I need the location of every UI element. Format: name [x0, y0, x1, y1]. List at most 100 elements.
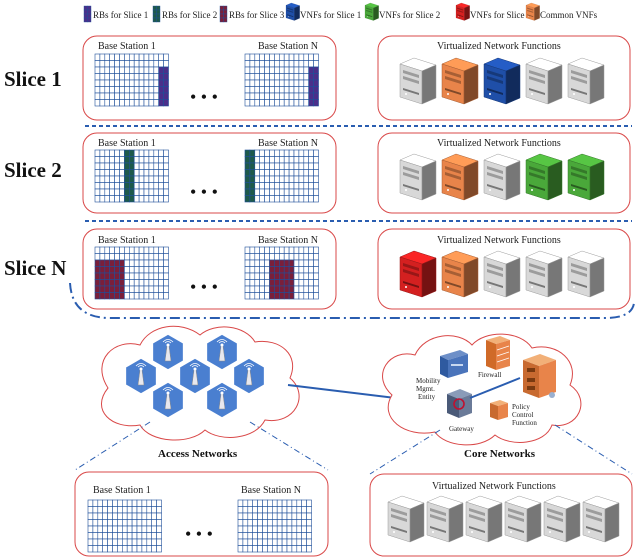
resource-block — [262, 538, 268, 546]
resource-block — [308, 292, 314, 300]
resource-block — [281, 545, 288, 553]
slice-label: Slice N — [4, 256, 66, 280]
resource-block — [252, 506, 258, 514]
resource-block — [102, 499, 108, 507]
resource-block — [94, 149, 101, 157]
resource-block — [249, 175, 256, 183]
resource-block — [117, 545, 123, 553]
vnf-server-icon — [465, 495, 503, 543]
resource-block — [303, 266, 309, 274]
resource-block — [274, 73, 280, 81]
resource-block — [133, 53, 140, 61]
resource-block — [276, 512, 283, 520]
resource-block — [97, 525, 104, 533]
resource-block — [124, 285, 130, 293]
antenna-tower-icon — [162, 339, 174, 362]
resource-block — [257, 538, 263, 546]
resource-block — [163, 175, 169, 183]
resource-block — [288, 253, 295, 261]
resource-block — [296, 519, 302, 527]
resource-block — [288, 53, 295, 61]
resource-block — [158, 53, 164, 61]
resource-block — [281, 499, 288, 507]
resource-block — [298, 272, 305, 280]
resource-block — [276, 532, 283, 540]
vnf-server-icon — [399, 57, 437, 105]
bs-first-label: Base Station 1 — [93, 485, 151, 496]
resource-block — [163, 195, 169, 203]
resource-block — [306, 538, 312, 546]
vnf-server-icon — [483, 250, 521, 298]
resource-block — [278, 169, 285, 177]
resource-block — [303, 246, 309, 254]
resource-block — [249, 79, 256, 87]
resource-block — [133, 259, 140, 267]
resource-block — [104, 246, 111, 254]
resource-block — [158, 272, 164, 280]
resource-block — [288, 266, 295, 274]
resource-block — [254, 53, 261, 61]
resource-block — [296, 512, 302, 520]
resource-block — [119, 259, 125, 267]
resource-block — [163, 79, 169, 87]
resource-block — [163, 99, 169, 107]
resource-block — [146, 506, 153, 514]
resource-block — [293, 266, 300, 274]
resource-block — [112, 538, 118, 546]
resource-block — [138, 169, 145, 177]
resource-block — [97, 532, 104, 540]
resource-block — [99, 86, 106, 94]
resource-block — [274, 259, 280, 267]
resource-block — [271, 499, 278, 507]
vnf-servers — [387, 495, 620, 543]
resource-block — [308, 86, 314, 94]
resource-block — [308, 53, 314, 61]
vnf-box — [377, 228, 631, 310]
resource-block — [278, 79, 285, 87]
vnf-title: Virtualized Network Functions — [437, 235, 561, 246]
resource-block — [104, 272, 111, 280]
resource-block — [148, 86, 155, 94]
resource-block — [114, 279, 120, 287]
resource-block — [244, 73, 251, 81]
vnf-server-icon — [567, 153, 605, 201]
resource-block — [301, 538, 307, 546]
resource-block — [298, 259, 305, 267]
resource-block — [308, 169, 314, 177]
resource-block — [99, 195, 106, 203]
resource-block — [283, 169, 290, 177]
resource-block — [264, 259, 270, 267]
resource-block — [303, 188, 309, 196]
resource-block — [94, 272, 101, 280]
resource-block — [143, 60, 150, 68]
resource-block — [313, 195, 319, 203]
resource-block — [163, 66, 169, 74]
resource-block — [87, 525, 94, 533]
resource-block — [271, 525, 278, 533]
resource-block — [293, 73, 300, 81]
resource-block — [104, 149, 111, 157]
pcf-label-1: Policy — [512, 403, 530, 411]
rb-grid-bs1 — [94, 149, 169, 203]
resource-block — [293, 53, 300, 61]
resource-block — [104, 162, 111, 170]
resource-block — [298, 266, 305, 274]
resource-block — [247, 506, 254, 514]
resource-block — [92, 532, 99, 540]
resource-block — [146, 499, 153, 507]
resource-block — [313, 73, 319, 81]
resource-block — [114, 79, 120, 87]
resource-block — [298, 86, 305, 94]
resource-block — [126, 532, 133, 540]
resource-block — [291, 499, 298, 507]
resource-block — [278, 272, 285, 280]
resource-block — [278, 246, 285, 254]
resource-block — [281, 525, 288, 533]
rb-grid-bsn — [244, 246, 319, 300]
resource-block — [109, 279, 115, 287]
resource-block — [136, 532, 143, 540]
resource-block — [129, 246, 135, 254]
resource-block — [99, 253, 106, 261]
resource-block — [114, 149, 120, 157]
legend-label: RBs for Slice 2 — [162, 10, 217, 20]
